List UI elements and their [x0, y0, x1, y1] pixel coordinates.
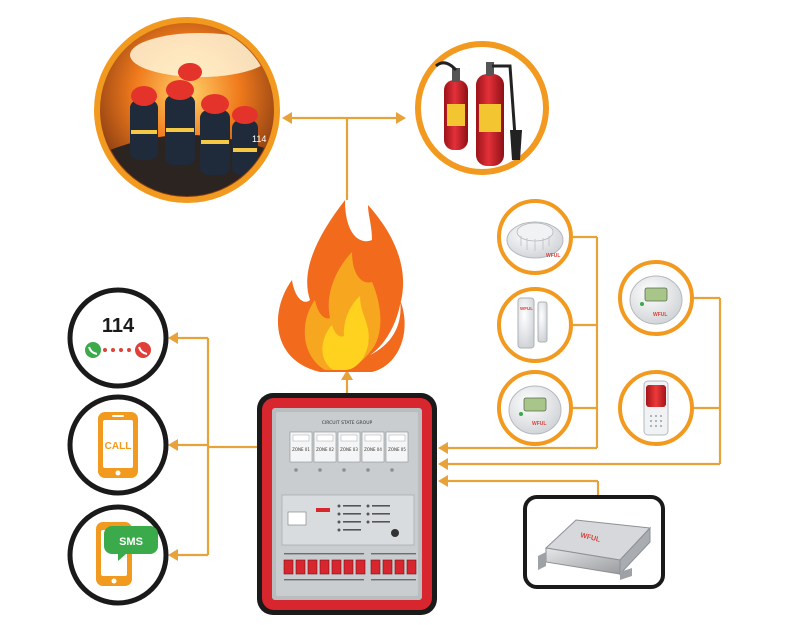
- zone-window: ZONE 04: [361, 431, 385, 463]
- sms-label: SMS: [119, 536, 143, 548]
- firefighters-photo: 114: [94, 17, 280, 203]
- smartphone-call-icon: CALL: [67, 394, 169, 496]
- fire-extinguisher-icon: [415, 41, 549, 175]
- zone-label: ZONE 04: [364, 447, 382, 452]
- smartphone-sms-icon: SMS: [67, 504, 169, 606]
- fire-alarm-control-panel: CIRCUIT STATE GROUP ZONE 01 ZONE 02 ZONE…: [257, 393, 437, 615]
- zone-label: ZONE 02: [316, 447, 334, 452]
- brand-label: WFUL: [580, 532, 602, 544]
- zone-label: ZONE 01: [292, 447, 310, 452]
- phone-dial-icon: 114: [67, 287, 169, 389]
- brand-label: WFUL: [653, 312, 667, 318]
- call-label: CALL: [105, 441, 132, 452]
- brand-label: WFUL: [532, 421, 546, 427]
- brand-label: WFUL: [546, 253, 560, 259]
- display-window: [287, 511, 307, 526]
- zone-window: ZONE 01: [289, 431, 313, 463]
- panel-header: CIRCUIT STATE GROUP: [322, 420, 373, 426]
- brand-label: WFUL: [520, 306, 533, 311]
- zone-window: ZONE 05: [385, 431, 409, 463]
- key-switch: [391, 529, 399, 537]
- door-sensor-icon: WFUL: [497, 287, 573, 363]
- panel-buttons: [283, 559, 417, 575]
- heat-detector-icon: WFUL: [497, 370, 573, 446]
- zone-label: ZONE 03: [340, 447, 358, 452]
- zone-label: ZONE 05: [388, 447, 406, 452]
- zone-window: ZONE 02: [313, 431, 337, 463]
- gsm-module-icon: WFUL: [523, 495, 665, 589]
- svg-text:114: 114: [252, 134, 266, 144]
- zone-window: ZONE 03: [337, 431, 361, 463]
- zone-indicators: ZONE 01 ZONE 02 ZONE 03 ZONE 04 ZONE 05: [289, 431, 409, 463]
- smoke-detector-icon: WFUL: [497, 199, 573, 275]
- connector-lines: [170, 116, 722, 557]
- fire-flame-icon: [277, 200, 405, 372]
- emergency-number: 114: [102, 315, 135, 337]
- gas-detector-icon: WFUL: [618, 260, 694, 336]
- siren-strobe-icon: [618, 370, 694, 446]
- connector-arrowheads: [168, 112, 448, 561]
